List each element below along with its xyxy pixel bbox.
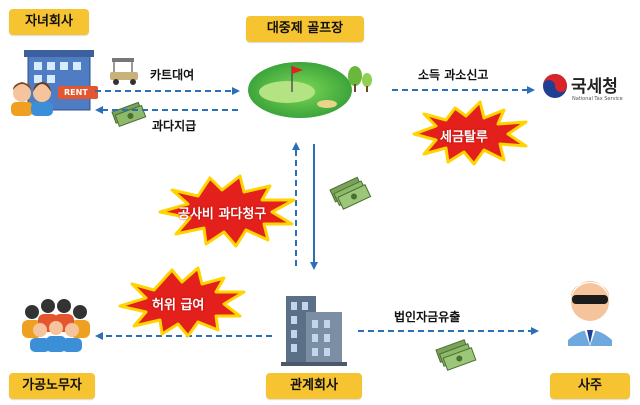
flow-overpayment: 과다지급 (152, 119, 197, 133)
subsidiary-building-icon (11, 50, 98, 116)
label-golf-course: 대중제 골프장 (246, 16, 364, 42)
label-owner: 사주 (550, 373, 630, 399)
label-fake-workers: 가공노무자 (9, 373, 95, 399)
flow-cart-rental: 카트대여 (150, 68, 195, 82)
money-icon-construction (329, 176, 372, 210)
flow-income-underreport: 소득 과소신고 (418, 68, 489, 82)
flow-fund-outflow: 법인자금유출 (394, 310, 461, 324)
golf-cart-icon (110, 58, 138, 85)
rent-sign: RENT (64, 88, 88, 97)
nts-subtitle: National Tax Service (572, 96, 623, 102)
burst-construction-overcharge (158, 174, 296, 248)
money-icon-outflow (435, 339, 477, 371)
burst-text-tax-evasion: 세금탈루 (440, 130, 488, 145)
label-subsidiary: 자녀회사 (9, 9, 89, 35)
owner-masked-person-icon (568, 281, 612, 346)
label-related-company: 관계회사 (266, 373, 362, 399)
burst-tax-evasion (412, 100, 528, 166)
golf-course-icon (248, 62, 372, 118)
burst-text-fake-salary: 허위 급여 (152, 298, 205, 313)
money-icon-overpayment (111, 101, 147, 127)
burst-text-construction-overcharge: 공사비 과다청구 (178, 207, 267, 222)
nts-name: 국세청 (571, 77, 618, 97)
nts-logo-icon (543, 74, 567, 98)
arrows (95, 86, 539, 340)
fake-workers-crowd-icon (22, 299, 90, 352)
related-company-building-icon (281, 296, 347, 366)
burst-fake-salary (118, 266, 246, 338)
